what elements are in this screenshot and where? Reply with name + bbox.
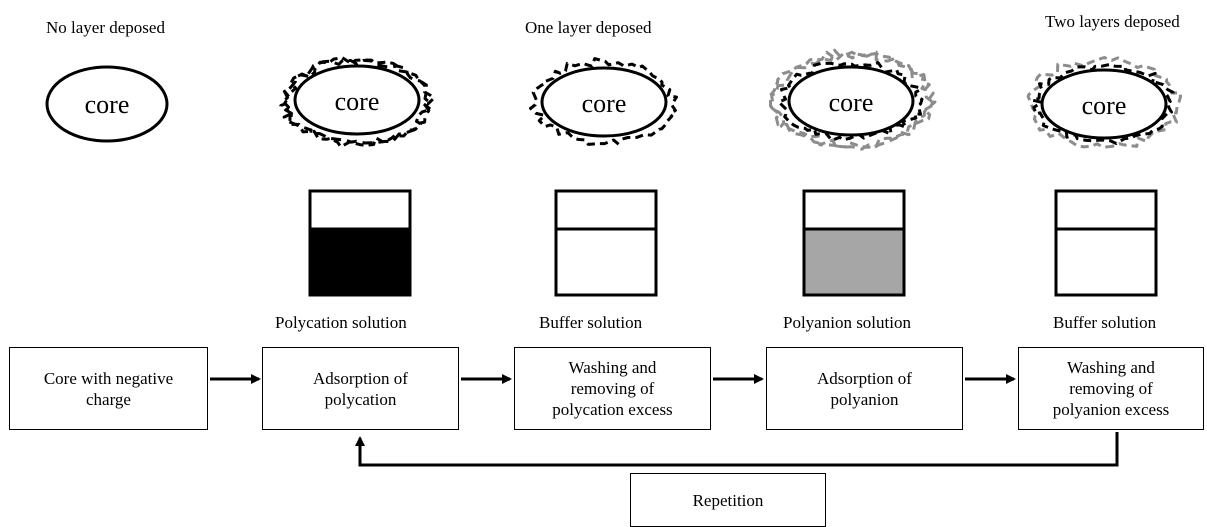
repetition-box: Repetition <box>630 473 826 527</box>
layer-dark-dashes <box>529 57 678 146</box>
particle-polycation-layer: core <box>279 56 436 149</box>
layer-dark-dashes <box>777 61 924 142</box>
layer-dash-path <box>768 48 937 151</box>
particle-bare-core: core <box>45 65 169 143</box>
step-line: charge <box>85 389 131 409</box>
beaker-polyanion <box>802 189 906 297</box>
beaker-liquid <box>1054 227 1158 297</box>
stage-label-two-layers: Two layers deposed <box>1045 12 1180 31</box>
beaker-buffer-2 <box>1054 189 1158 297</box>
step-line: polycation excess <box>552 400 673 419</box>
core-text: core <box>1082 91 1127 120</box>
layer-grey-dashes <box>1026 56 1182 149</box>
core-text: core <box>829 88 874 117</box>
layer-dash-path <box>279 56 436 149</box>
core-text: core <box>582 89 627 118</box>
stage-label-one-layer: One layer deposed <box>525 18 652 37</box>
beaker-liquid <box>802 227 906 297</box>
beaker-liquid <box>554 227 658 297</box>
layer-grey-dashes <box>768 48 937 151</box>
step-line: Core with negative <box>43 368 174 388</box>
step-line: Washing and <box>568 358 657 377</box>
solution-label-polycation: Polycation solution <box>275 313 407 332</box>
step-line: Washing and <box>1067 358 1155 377</box>
solution-label-buffer-1: Buffer solution <box>539 313 643 332</box>
repetition-loop-arrow <box>355 432 1119 467</box>
step-washing-polycation: Washing and removing of polycation exces… <box>514 347 711 430</box>
beaker-liquid <box>308 227 412 297</box>
step-washing-polyanion: Washing and removing of polyanion excess <box>1018 347 1204 430</box>
layer-dash-path <box>1030 63 1175 145</box>
step-line: removing of <box>1069 379 1153 398</box>
particle-two-layers: core <box>1026 56 1182 149</box>
step-line: polyanion excess <box>1052 400 1170 419</box>
stage-label-no-layer: No layer deposed <box>46 18 165 37</box>
layer-dash-path <box>281 58 431 145</box>
step-line: removing of <box>570 379 655 398</box>
particle-one-layer: core <box>529 57 678 146</box>
layer-dark-dashes <box>279 56 436 149</box>
solution-label-buffer-2: Buffer solution <box>1053 313 1157 332</box>
layer-dark-dashes <box>1030 63 1175 145</box>
step-adsorption-polyanion: Adsorption of polyanion <box>766 347 963 430</box>
solution-label-polyanion: Polyanion solution <box>783 313 911 332</box>
layer-dash-path <box>529 57 678 146</box>
step-line: polycation <box>324 389 397 409</box>
repetition-label: Repetition <box>692 490 764 510</box>
particle-polyanion-layer: core <box>768 48 937 151</box>
beaker-buffer-1 <box>554 189 658 297</box>
layer-dash-path <box>1026 56 1182 149</box>
step-core-negative-charge: Core with negative charge <box>9 347 208 430</box>
layer-dash-path <box>777 61 924 142</box>
step-line: polyanion <box>830 389 899 409</box>
core-text: core <box>85 90 130 119</box>
core-text: core <box>335 87 380 116</box>
step-line: Adsorption of <box>817 368 912 388</box>
step-line: Adsorption of <box>313 368 408 388</box>
step-adsorption-polycation: Adsorption of polycation <box>262 347 459 430</box>
beaker-polycation <box>308 189 412 297</box>
